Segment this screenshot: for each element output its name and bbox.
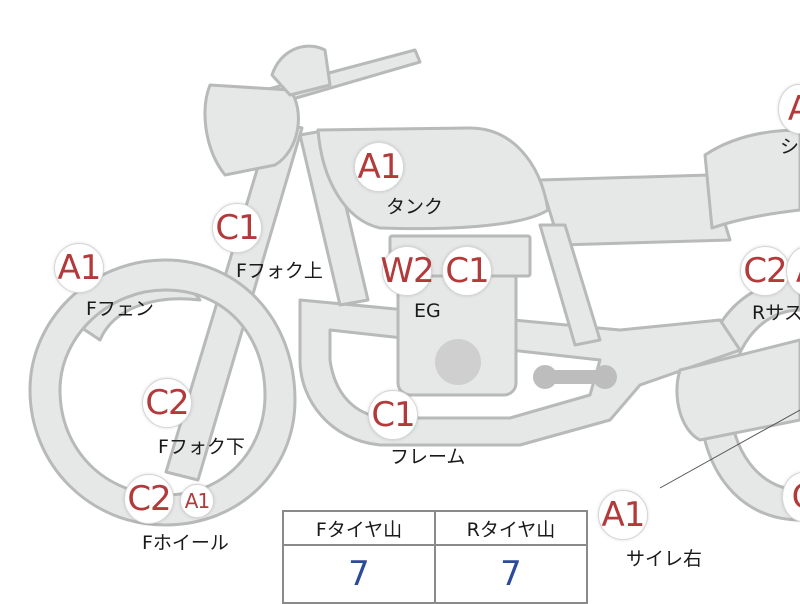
seat-label: シ (780, 136, 800, 158)
tire-tread-table: Fタイヤ山 Rタイヤ山 7 7 (282, 510, 588, 604)
engine-label: EG (414, 300, 441, 322)
headlight-shape (203, 83, 300, 177)
engine-code-badge-2: C1 (442, 246, 492, 296)
frame-label: フレーム (390, 446, 466, 468)
front-fender-code-badge: A1 (54, 243, 104, 293)
tank-code-badge: A1 (354, 142, 404, 192)
rear-tread-header: Rタイヤ山 (434, 510, 588, 546)
front-wheel-label: Fホイール (142, 532, 229, 554)
muffler-right-label: サイレ右 (626, 548, 703, 570)
rear-suspension-code-badge: C2 (740, 246, 790, 296)
muffler-right-code-badge: A1 (598, 490, 648, 540)
frame-code-badge: C1 (368, 390, 418, 440)
seat-shape (538, 173, 732, 247)
engine-code-badge-1: W2 (380, 246, 435, 296)
seat-cowl-shape (703, 128, 800, 230)
engine-cover-shape (435, 339, 481, 385)
front-fender-label: Fフェン (86, 298, 154, 320)
tank-label: タンク (386, 196, 444, 218)
leader-line (659, 409, 800, 489)
fork-upper-code-badge: C1 (212, 203, 262, 253)
seat-code-badge: A (778, 84, 800, 134)
front-wheel-code-small-badge: A1 (180, 484, 214, 518)
fork-lower-code-badge: C2 (142, 378, 192, 428)
footpeg-shape (540, 370, 610, 384)
front-wheel-code-badge: C2 (124, 474, 174, 524)
muffler-shape (675, 338, 800, 442)
fork-lower-label: Fフォク下 (158, 436, 245, 458)
front-tread-value: 7 (282, 544, 436, 604)
rear-rail-shape (538, 223, 602, 347)
front-tread-header: Fタイヤ山 (282, 510, 436, 546)
rear-tread-value: 7 (434, 544, 588, 604)
rear-suspension-label: Rサス (752, 302, 800, 324)
fork-upper-label: Fフォク上 (236, 260, 323, 282)
frame-shape (298, 298, 742, 447)
meter-shape (270, 44, 332, 97)
